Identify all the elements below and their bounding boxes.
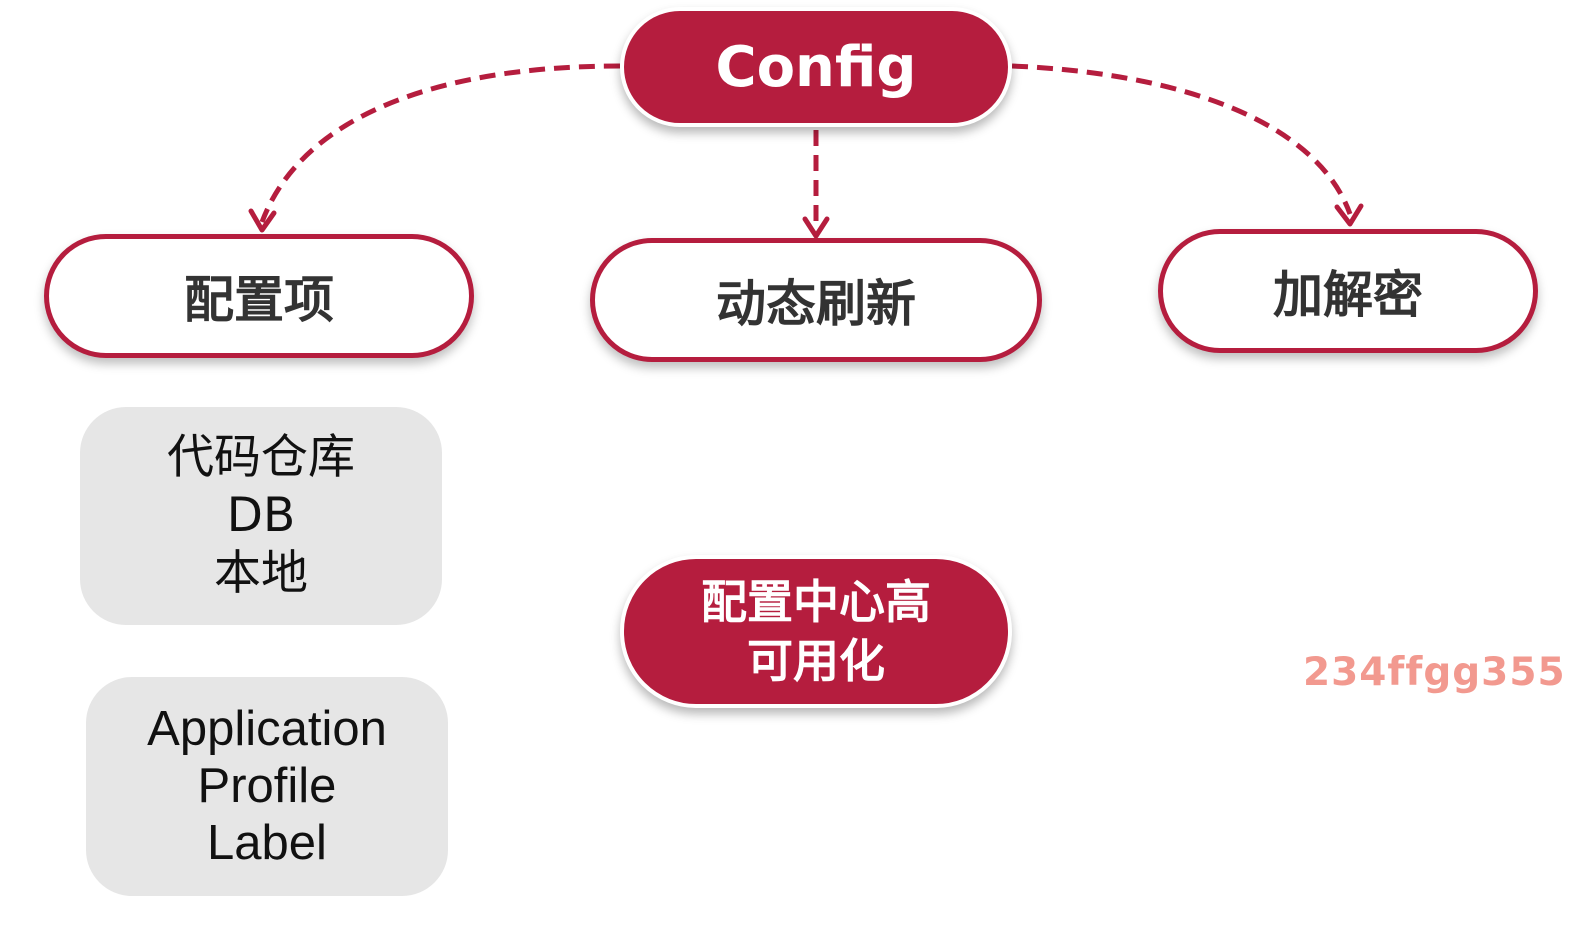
high-availability-line: 可用化 — [747, 633, 885, 688]
arrowhead-dynamic-refresh — [802, 216, 830, 239]
high-availability-label: 配置中心高 可用化 — [701, 573, 931, 691]
connector-config-to-encryption — [1011, 63, 1353, 215]
config-param-line: Profile — [197, 759, 337, 813]
encryption-label: 加解密 — [1273, 266, 1423, 324]
storage-source-line: 本地 — [214, 546, 308, 601]
high-availability-line: 配置中心高 — [701, 574, 931, 629]
dynamic-refresh-node: 动态刷新 — [590, 238, 1042, 362]
config-params-card: Application Profile Label — [86, 677, 448, 896]
config-items-label: 配置项 — [184, 271, 334, 329]
config-items-node: 配置项 — [44, 234, 474, 358]
config-root-label: Config — [715, 34, 917, 100]
config-param-line: Application — [147, 702, 387, 756]
storage-source-line: 代码仓库 — [167, 430, 355, 485]
watermark-text: 234ffgg355 — [1303, 650, 1566, 695]
dynamic-refresh-label: 动态刷新 — [716, 275, 916, 333]
encryption-node: 加解密 — [1158, 229, 1538, 353]
storage-source-line: DB — [226, 488, 296, 543]
arrowhead-encryption — [1334, 203, 1364, 227]
config-param-line: Label — [207, 816, 327, 870]
config-root-node: Config — [620, 7, 1012, 127]
connector-config-to-config-items — [259, 63, 621, 223]
storage-sources-card: 代码仓库 DB 本地 — [80, 407, 442, 625]
arrowhead-config-items — [248, 208, 277, 233]
high-availability-node: 配置中心高 可用化 — [620, 555, 1012, 708]
